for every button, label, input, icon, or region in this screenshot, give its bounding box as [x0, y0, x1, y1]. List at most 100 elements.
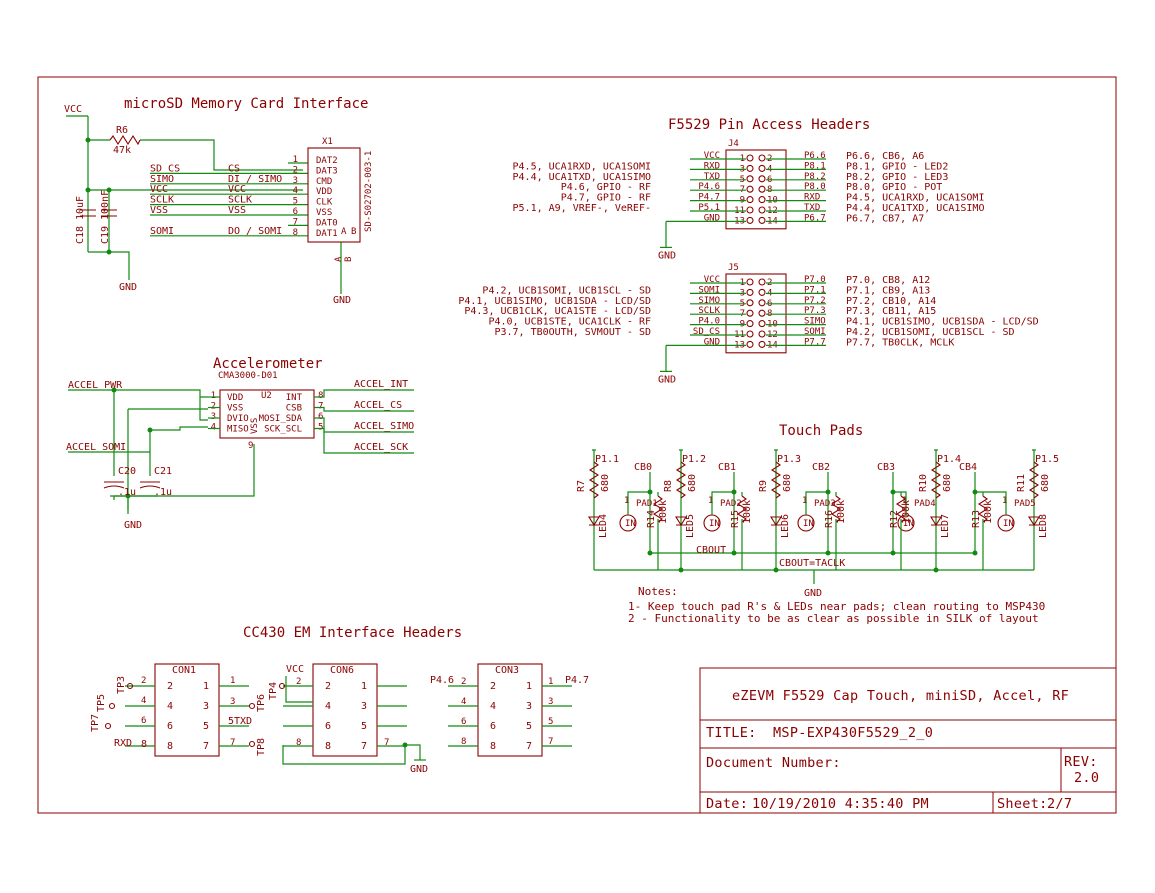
u2-num-r-2: 6	[318, 412, 323, 422]
u2-pin-vss: VSS	[227, 404, 243, 414]
accel-section-title: Accelerometer	[213, 356, 323, 372]
u2-num-l-3: 4	[211, 423, 216, 433]
tp3-label: TP3	[116, 676, 127, 694]
con1-num-l-1: 4	[167, 701, 173, 712]
j5-desc-r-6: P7.7, TB0CLK, MCLK	[846, 337, 954, 348]
j5-net-l-5: SD_CS	[693, 327, 720, 337]
touch-pad-in-0: IN	[625, 519, 636, 529]
j4-net-r-2: P8.2	[804, 172, 826, 182]
con1-out-6: 6	[141, 716, 146, 726]
x1-pin-1: DAT2	[316, 156, 338, 166]
accel-gnd-wire	[110, 495, 158, 514]
touch-port-1: P1.2	[682, 454, 706, 465]
con6-vcc: VCC	[286, 664, 304, 675]
u2-net-wire-1	[314, 406, 414, 412]
microsd-power-wires	[66, 115, 303, 280]
note-line-2: 2 - Functionality to be as clear as poss…	[628, 612, 1039, 625]
j5-desc-r-4: P4.1, UCB1SIMO, UCB1SDA - LCD/SD	[846, 317, 1039, 328]
touch-led-1	[675, 516, 687, 527]
x1-pin-3: CMD	[316, 177, 332, 187]
title-block: eZEVM F5529 Cap Touch, miniSD, Accel, RF…	[699, 667, 1117, 814]
accel-net-1: ACCEL_CS	[354, 400, 402, 411]
sheet-frame	[37, 76, 1117, 814]
accel-part: CMA3000-D01	[218, 371, 278, 381]
con3-num-l-2: 6	[490, 721, 496, 732]
j5-desc-r-3: P7.3, CB11, A15	[846, 306, 936, 317]
j4-pin-13	[746, 216, 754, 224]
title-label: TITLE:	[706, 725, 757, 741]
microsd-signal-1: DI / SIMO	[228, 174, 282, 185]
j5-net-r-3: P7.3	[804, 306, 826, 316]
j5-net-r-4: SIMO	[804, 317, 826, 327]
touch-pad-r-ref-2: R16	[824, 510, 835, 528]
touch-led-wire-1	[679, 449, 683, 570]
touch-resistor-4	[1028, 461, 1040, 499]
con3-num-r-1: 3	[526, 701, 532, 712]
touch-pad-resistor-1	[736, 495, 748, 523]
c19-ref: C19	[100, 226, 111, 244]
notes-title: Notes:	[638, 585, 678, 598]
touch-pad-r-ref-4: R13	[971, 510, 982, 528]
touch-led-2	[770, 516, 782, 527]
touch-bus: CBOUT CBOUT=TACLK GND	[594, 545, 1034, 599]
accel-net-3: ACCEL_SCK	[354, 442, 408, 453]
microsd-signal-4: VSS	[228, 205, 246, 216]
tp6-label: TP6	[256, 694, 267, 712]
j5-net-l-1: SOMI	[698, 285, 720, 295]
touch-cb-label-4: CB4	[959, 462, 977, 473]
microsd-net-sclk: SCLK	[150, 195, 174, 206]
touch-pad-resistor-4	[977, 495, 989, 523]
u2-pin-int: INT	[286, 393, 303, 403]
touch-cb-wire-1	[711, 472, 735, 553]
test-point-1	[108, 702, 116, 710]
j4-net-l-4: P4.7	[698, 193, 720, 203]
j4-desc-r-4: P4.5, UCA1RXD, UCA1SOMI	[846, 193, 984, 204]
touch-pad-label-4: PAD5	[1014, 499, 1036, 509]
microsd-section-title: microSD Memory Card Interface	[124, 96, 368, 112]
touch-led-wire-4	[1032, 449, 1036, 570]
j4-pin-10	[758, 196, 766, 204]
touch-cb-wire-0	[627, 472, 651, 553]
rev-label: REV:	[1064, 754, 1098, 770]
x1-part: SD-S02702-003-1	[364, 151, 374, 232]
accel-somi-net: ACCEL_SOMI	[66, 442, 126, 453]
j4-desc-l-2: P4.4, UCA1TXD, UCA1SIMO	[513, 172, 651, 183]
con1-body	[154, 663, 220, 757]
j5-pin-4	[758, 288, 766, 296]
cc430-section-title: CC430 EM Interface Headers	[243, 625, 462, 641]
tp7-label: TP7	[90, 714, 101, 732]
touch-cb-label-0: CB0	[634, 462, 652, 473]
touch-resistor-2	[770, 461, 782, 499]
touch-led-wire-3	[934, 449, 938, 570]
microsd-vcc-label: VCC	[64, 104, 82, 115]
touch-pad-r-val-1: 100k	[742, 500, 753, 524]
x1-pin-num-4: 4	[293, 186, 298, 196]
x1-pin-num-5: 5	[293, 197, 298, 207]
microsd-gnd-left: GND	[119, 282, 137, 293]
j5-ref: J5	[728, 263, 739, 273]
touch-pad-pin-3: 1	[902, 496, 907, 506]
touch-pad-r-ref-0: R14	[646, 510, 657, 528]
j5-net-l-6: GND	[704, 337, 720, 347]
j4-ref: J4	[728, 139, 739, 149]
touch-pad-in-1: IN	[709, 519, 720, 529]
c20-c21-capacitors	[103, 481, 161, 489]
touch-r-val-2: 680	[782, 474, 793, 492]
j5-pin-2	[758, 278, 766, 286]
document-number-label: Document Number:	[706, 755, 841, 771]
x1-pin-num-6: 6	[293, 207, 298, 217]
con1-num-r-3: 7	[203, 741, 209, 752]
touch-led-label-4: LED8	[1038, 514, 1049, 538]
sheet-value: 2/7	[1047, 796, 1072, 812]
touch-pad-label-3: PAD4	[914, 499, 936, 509]
j5-pin-5	[746, 299, 754, 307]
touch-cb-wire-4	[974, 472, 1007, 553]
x1-side-a: A	[341, 227, 347, 237]
u2-pin9: 9	[248, 441, 253, 451]
u2-num-r-0: 8	[318, 391, 323, 401]
u2-num-r-3: 5	[318, 423, 323, 433]
j4-net-l-5: P5.1	[698, 203, 720, 213]
touch-r-ref-3: R10	[918, 474, 929, 492]
microsd-signal-3: SCLK	[228, 195, 252, 206]
c20-ref: C20	[118, 466, 136, 477]
